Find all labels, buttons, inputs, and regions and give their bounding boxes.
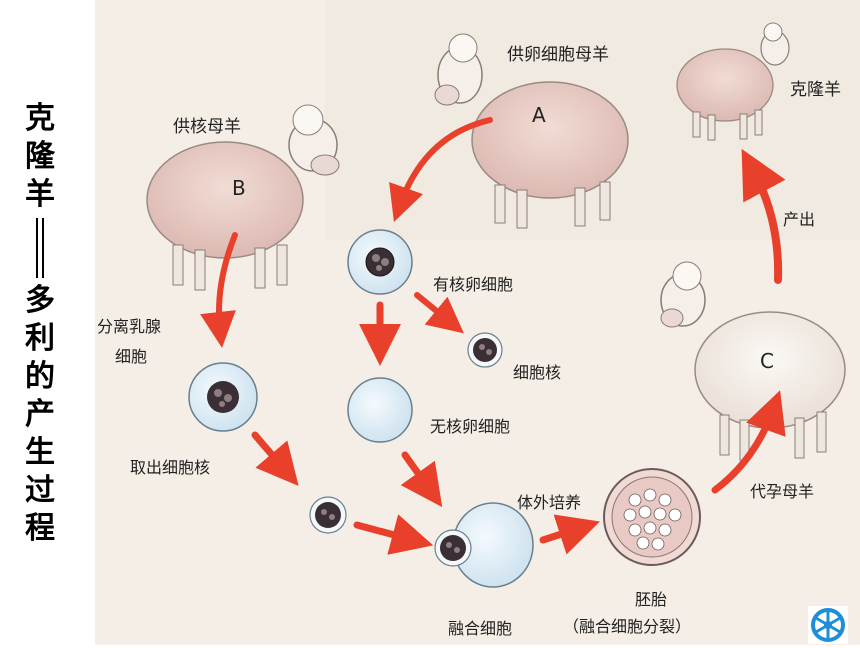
title-char: 多 — [25, 283, 55, 318]
arrow-embryo-to-surrogate — [711, 390, 786, 494]
nucleus-donor-label: 供核母羊 — [173, 117, 241, 137]
mammary-cell — [188, 362, 258, 432]
embryo-label: 胚胎 — [635, 590, 667, 609]
egg-nucleus — [467, 332, 503, 368]
title-char: 克 — [25, 101, 55, 136]
in-vitro-culture-label: 体外培养 — [517, 493, 581, 512]
sheep-a-illustration — [434, 33, 629, 229]
sheep-b-illustration — [146, 104, 340, 291]
title-char: 过 — [25, 473, 55, 508]
arrow-surrogate-to-clone — [741, 148, 786, 284]
arrow-nucleus-to-fused — [353, 514, 434, 555]
cloned-sheep-label: 克隆羊 — [790, 80, 841, 100]
arrow-a-to-egg — [389, 117, 493, 222]
arrow-b-to-mammary — [200, 232, 238, 348]
isolate-cell-label-line1: 分离乳腺 — [97, 317, 161, 336]
surrogate-label: 代孕母羊 — [750, 482, 814, 501]
title-char: 产 — [25, 397, 55, 432]
extract-nucleus-label: 取出细胞核 — [130, 458, 210, 477]
help-wheel-button[interactable] — [808, 606, 848, 644]
help-wheel-icon — [808, 606, 848, 644]
arrow-fused-to-embryo — [539, 514, 600, 555]
fused-cell-label: 融合细胞 — [448, 619, 512, 638]
cloned-sheep-illustration — [676, 22, 790, 141]
donor-nucleus — [309, 496, 347, 534]
title-char: 程 — [25, 511, 55, 546]
enucleated-egg-cell — [347, 377, 413, 443]
sheep-b-letter: B — [232, 176, 246, 200]
nucleated-egg-label: 有核卵细胞 — [433, 275, 513, 294]
side-title: 克 隆 羊 多 利 的 产 生 过 程 — [8, 100, 72, 546]
title-char: 利 — [25, 321, 55, 356]
title-dash — [30, 218, 50, 278]
sheep-a-letter: A — [532, 103, 546, 127]
nucleated-egg-cell — [347, 229, 413, 295]
enucleated-egg-label: 无核卵细胞 — [430, 417, 510, 436]
title-char: 的 — [25, 359, 55, 394]
arrow-mammary-to-nucleus — [251, 431, 299, 486]
embryo-note-label: （融合细胞分裂） — [563, 617, 691, 636]
sheep-c-illustration — [660, 261, 846, 461]
cloning-diagram: B 供核母羊 A 供卵细胞母羊 克隆羊 C 代孕母羊 — [95, 0, 860, 645]
isolate-cell-label-line2: 细胞 — [115, 347, 147, 366]
cell-nucleus-label: 细胞核 — [513, 363, 561, 382]
arrow-enucleated-to-fused — [400, 451, 443, 508]
title-char: 隆 — [25, 139, 55, 174]
embryo — [603, 468, 701, 566]
title-char: 羊 — [25, 177, 55, 212]
title-char: 生 — [25, 435, 55, 470]
output-label: 产出 — [783, 210, 815, 229]
arrow-egg-to-nucleus — [414, 292, 464, 334]
egg-donor-label: 供卵细胞母羊 — [507, 45, 609, 65]
fused-cell — [434, 502, 534, 588]
sheep-c-letter: C — [760, 349, 774, 373]
